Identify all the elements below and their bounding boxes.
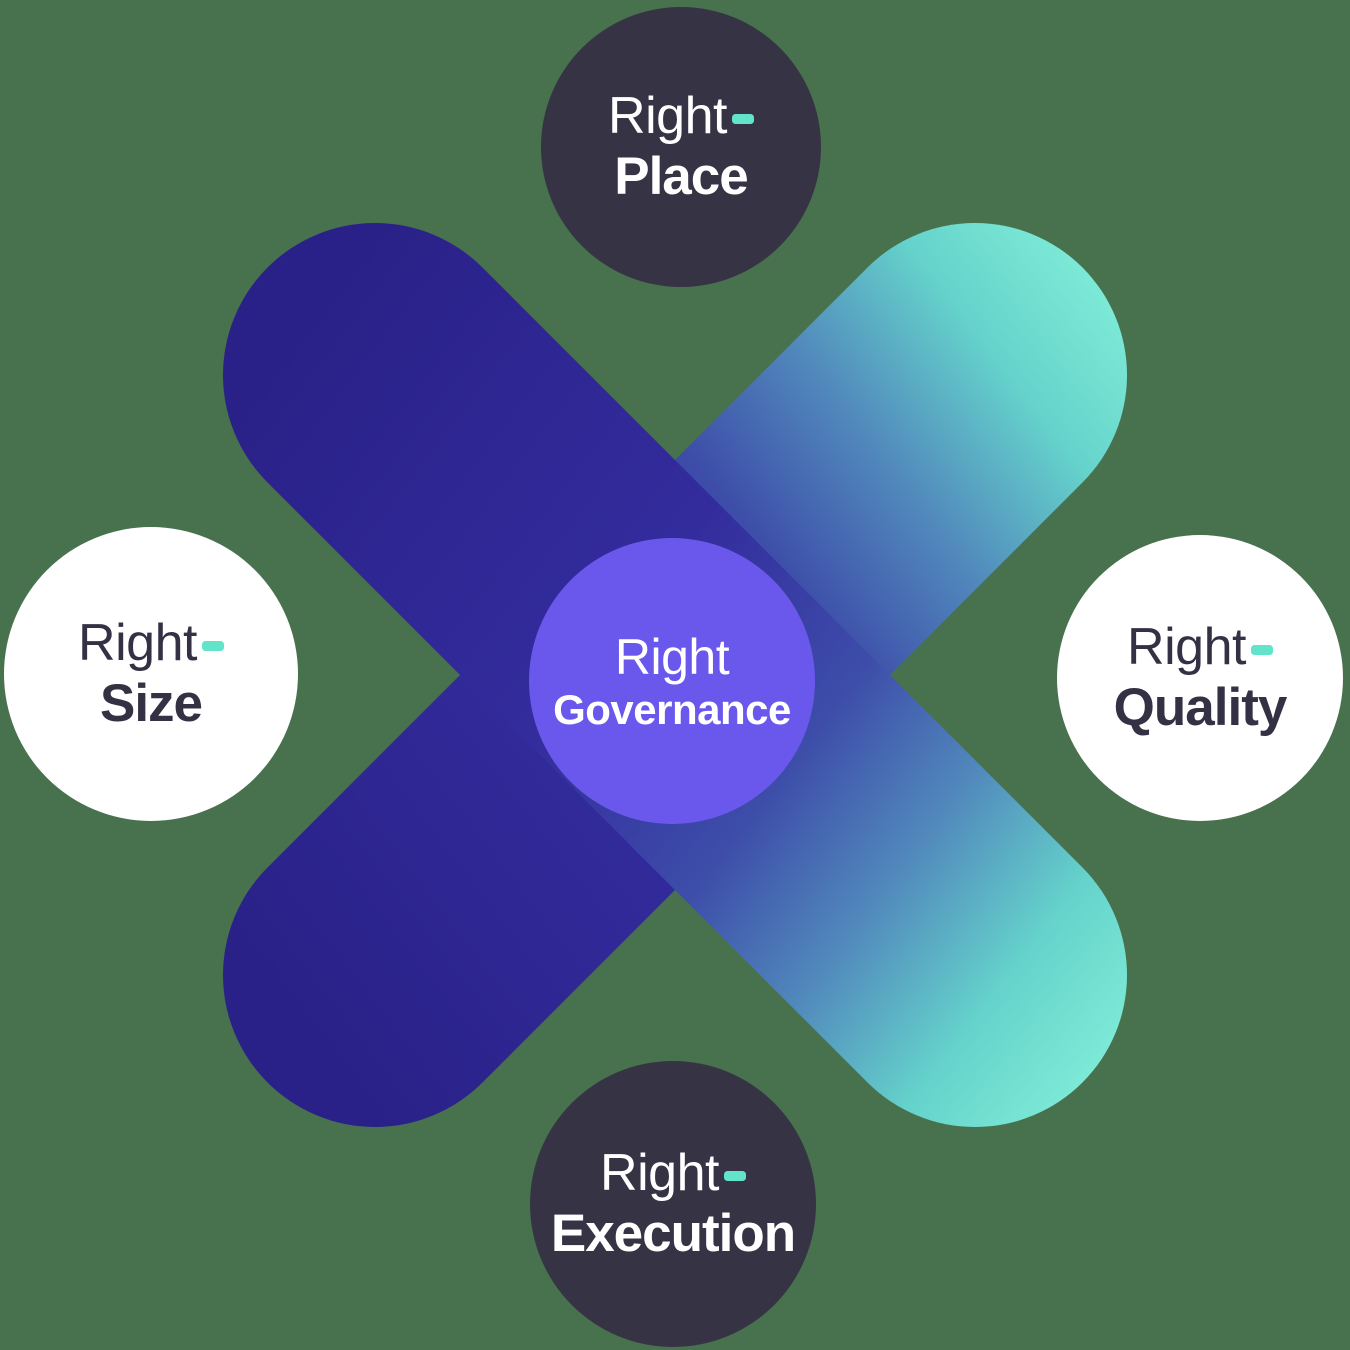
node-prefix-line: Right — [78, 613, 224, 673]
node-right-governance: Right Governance — [529, 538, 815, 824]
node-word: Size — [99, 674, 203, 734]
node-word: Place — [614, 147, 749, 207]
node-prefix-text: Right — [614, 628, 730, 685]
hyphen-dash — [731, 114, 754, 125]
node-right-size: Right Size — [4, 527, 298, 821]
hyphen-dash — [1250, 645, 1273, 656]
node-word: Quality — [1113, 678, 1288, 738]
node-prefix-text: Right — [1127, 618, 1246, 677]
node-prefix-line: Right — [608, 86, 754, 146]
node-prefix-text: Right — [608, 87, 727, 146]
hyphen-dash — [201, 641, 224, 652]
node-prefix-line: Right — [600, 1143, 746, 1203]
node-prefix-text: Right — [78, 614, 197, 673]
node-prefix-line: Right — [614, 628, 730, 686]
node-right-execution: Right Execution — [530, 1061, 816, 1347]
node-prefix-text: Right — [600, 1144, 719, 1203]
node-right-place: Right Place — [541, 7, 821, 287]
hyphen-dash — [723, 1171, 746, 1182]
node-word: Governance — [553, 685, 791, 733]
node-word: Execution — [550, 1204, 796, 1264]
node-prefix-line: Right — [1127, 617, 1273, 677]
node-right-quality: Right Quality — [1057, 535, 1343, 821]
